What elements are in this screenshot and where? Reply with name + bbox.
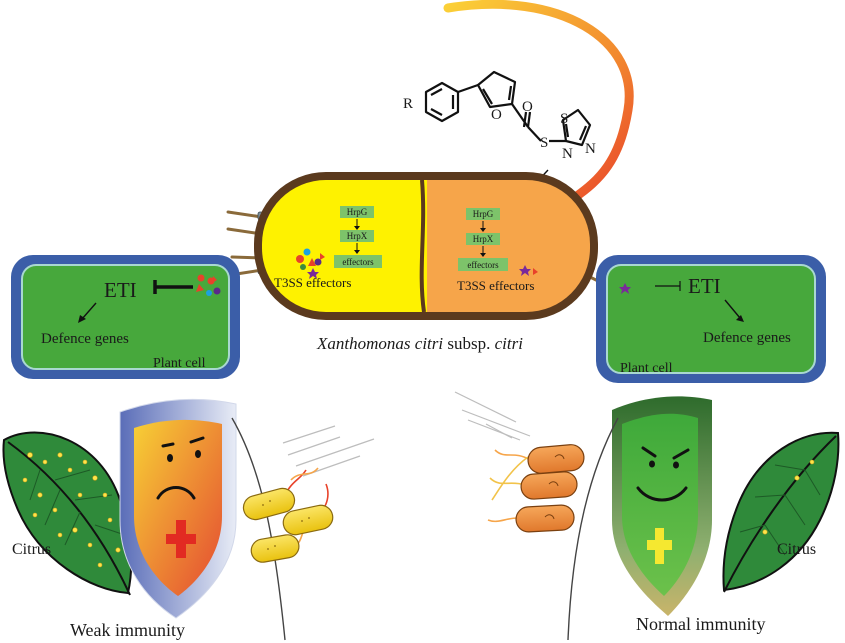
normal-shield-icon (612, 396, 712, 616)
n-label-1: N (562, 146, 573, 162)
bacterium (254, 172, 598, 320)
left-citrus-label: Citrus (12, 541, 51, 558)
weak-shield-cross (166, 520, 196, 558)
benzene-ring (424, 81, 460, 123)
left-defence-genes: Defence genes (41, 331, 129, 347)
right-effectors-box (458, 258, 508, 271)
left-plant-cell-label: Plant cell (153, 356, 206, 371)
left-cell-effectors (196, 274, 221, 296)
right-hrpx-box (466, 233, 500, 245)
bacterium-left-half (262, 180, 427, 312)
left-small-bacteria (242, 467, 334, 563)
small-bacterium-orange-1 (527, 444, 585, 474)
right-hrpg-box (466, 208, 500, 220)
left-eti-arrow (81, 302, 97, 320)
furan-ring (476, 70, 517, 109)
right-effector-particles (519, 265, 538, 276)
weak-immunity-label: Weak immunity (70, 620, 185, 640)
left-hrpg-box (340, 206, 374, 218)
right-citrus-leaf-icon (722, 431, 840, 593)
s-linker-label: S (540, 135, 548, 151)
right-plant-cell-label: Plant cell (620, 361, 673, 376)
left-effectors-label: effectors (342, 257, 374, 267)
right-citrus-label: Citrus (777, 541, 816, 558)
species-name-subsp: subsp. (443, 334, 494, 353)
s-ring-label: S (560, 111, 568, 127)
right-effectors-label: effectors (467, 260, 499, 270)
weak-shield-icon (119, 398, 237, 619)
left-effectors-box (334, 255, 382, 268)
right-motion-streaks (454, 391, 531, 441)
right-small-bacteria (487, 444, 585, 533)
right-eti-label: ETI (688, 274, 721, 298)
left-hrpx-label: HrpX (347, 231, 368, 241)
inhibitor-molecule: R O O S S N N (403, 70, 596, 162)
left-hrpg-label: HrpG (347, 207, 368, 217)
left-t3ss-caption: T3SS effectors (274, 275, 351, 290)
thiadiazole-ring (561, 108, 592, 147)
flagellum (443, 0, 634, 203)
small-bacterium-yellow-3 (250, 534, 300, 563)
right-hrpg-label: HrpG (473, 209, 494, 219)
left-motion-streaks (282, 425, 375, 477)
small-bacterium-yellow-1 (242, 487, 296, 521)
small-bacterium-yellow-2 (282, 504, 334, 536)
right-cascade: HrpG HrpX effectors T3SS effectors (457, 208, 534, 293)
right-defence-genes: Defence genes (703, 330, 791, 346)
left-effector-particles (296, 248, 325, 279)
left-hrpx-box (340, 230, 374, 242)
left-citrus-leaf-icon (2, 431, 133, 596)
right-t3ss-caption: T3SS effectors (457, 278, 534, 293)
left-cell-wall-arc (231, 417, 286, 641)
species-name-genus: Xanthomonas citri (316, 334, 443, 353)
normal-shield-cross (647, 528, 672, 564)
left-eti-label: ETI (104, 278, 137, 302)
n-label-2: N (585, 141, 596, 157)
right-hrpx-label: HrpX (473, 234, 494, 244)
right-plant-cell: ETI Defence genes Plant cell (596, 255, 826, 383)
right-eti-arrow (724, 299, 741, 319)
species-name: Xanthomonas citri subsp. citri (316, 334, 523, 353)
left-plant-cell: ETI Defence genes Plant cell (11, 255, 240, 379)
small-bacterium-orange-3 (515, 504, 575, 533)
species-name-pathovar: citri (495, 334, 524, 353)
o-ring-label: O (491, 107, 502, 123)
left-cascade: HrpG HrpX effectors T3SS effectors (274, 206, 382, 290)
normal-immunity-label: Normal immunity (636, 614, 766, 634)
right-cell-wall-arc (567, 417, 619, 641)
bacterium-right-half (427, 180, 590, 312)
small-bacterium-orange-2 (520, 471, 578, 500)
r-label: R (403, 96, 413, 112)
o-carbonyl-label: O (522, 99, 533, 115)
